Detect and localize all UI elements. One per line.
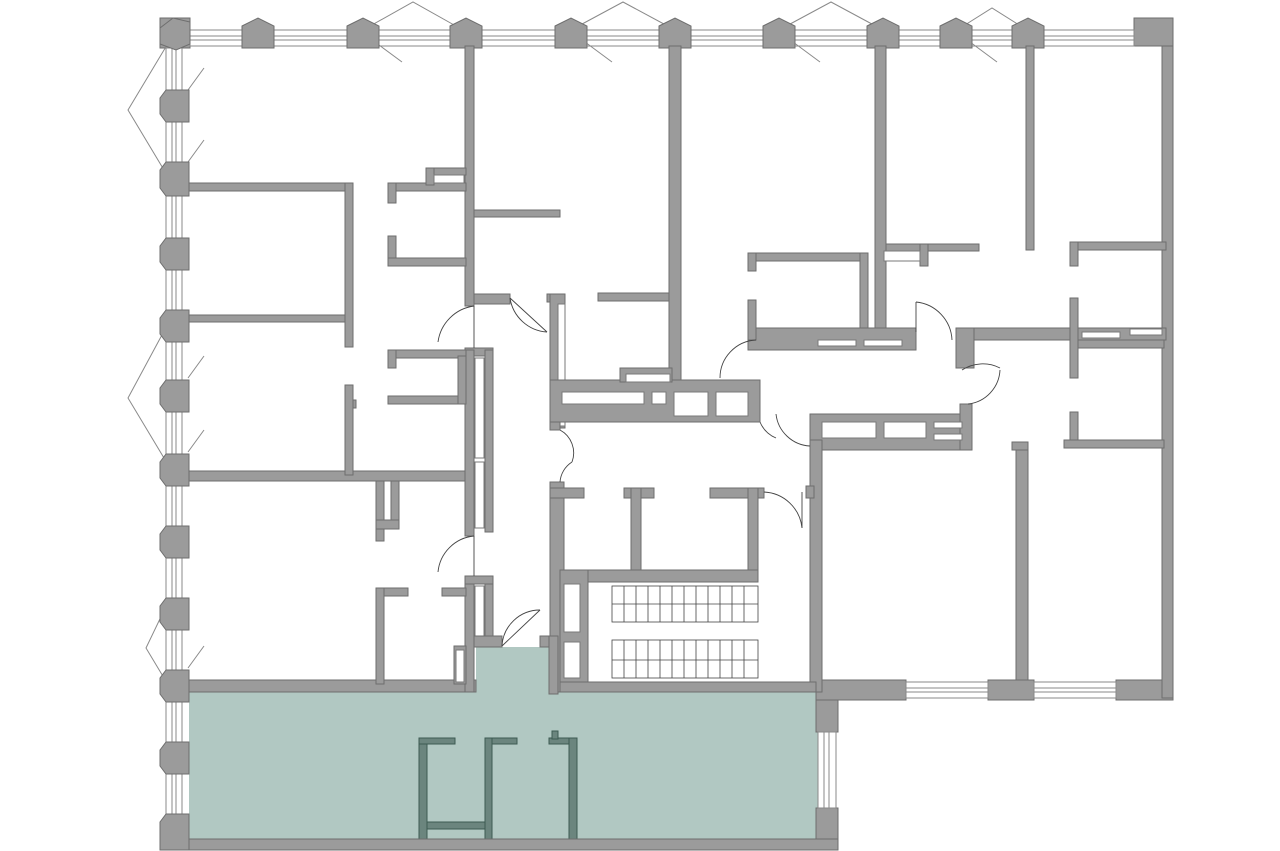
pillars	[159, 17, 1045, 851]
staircase	[611, 585, 759, 679]
doors	[437, 297, 1001, 647]
selected-unit-walls	[418, 730, 578, 840]
selected-unit[interactable]	[189, 647, 818, 840]
other-windows	[817, 681, 1117, 809]
interior-walls	[188, 45, 1167, 695]
